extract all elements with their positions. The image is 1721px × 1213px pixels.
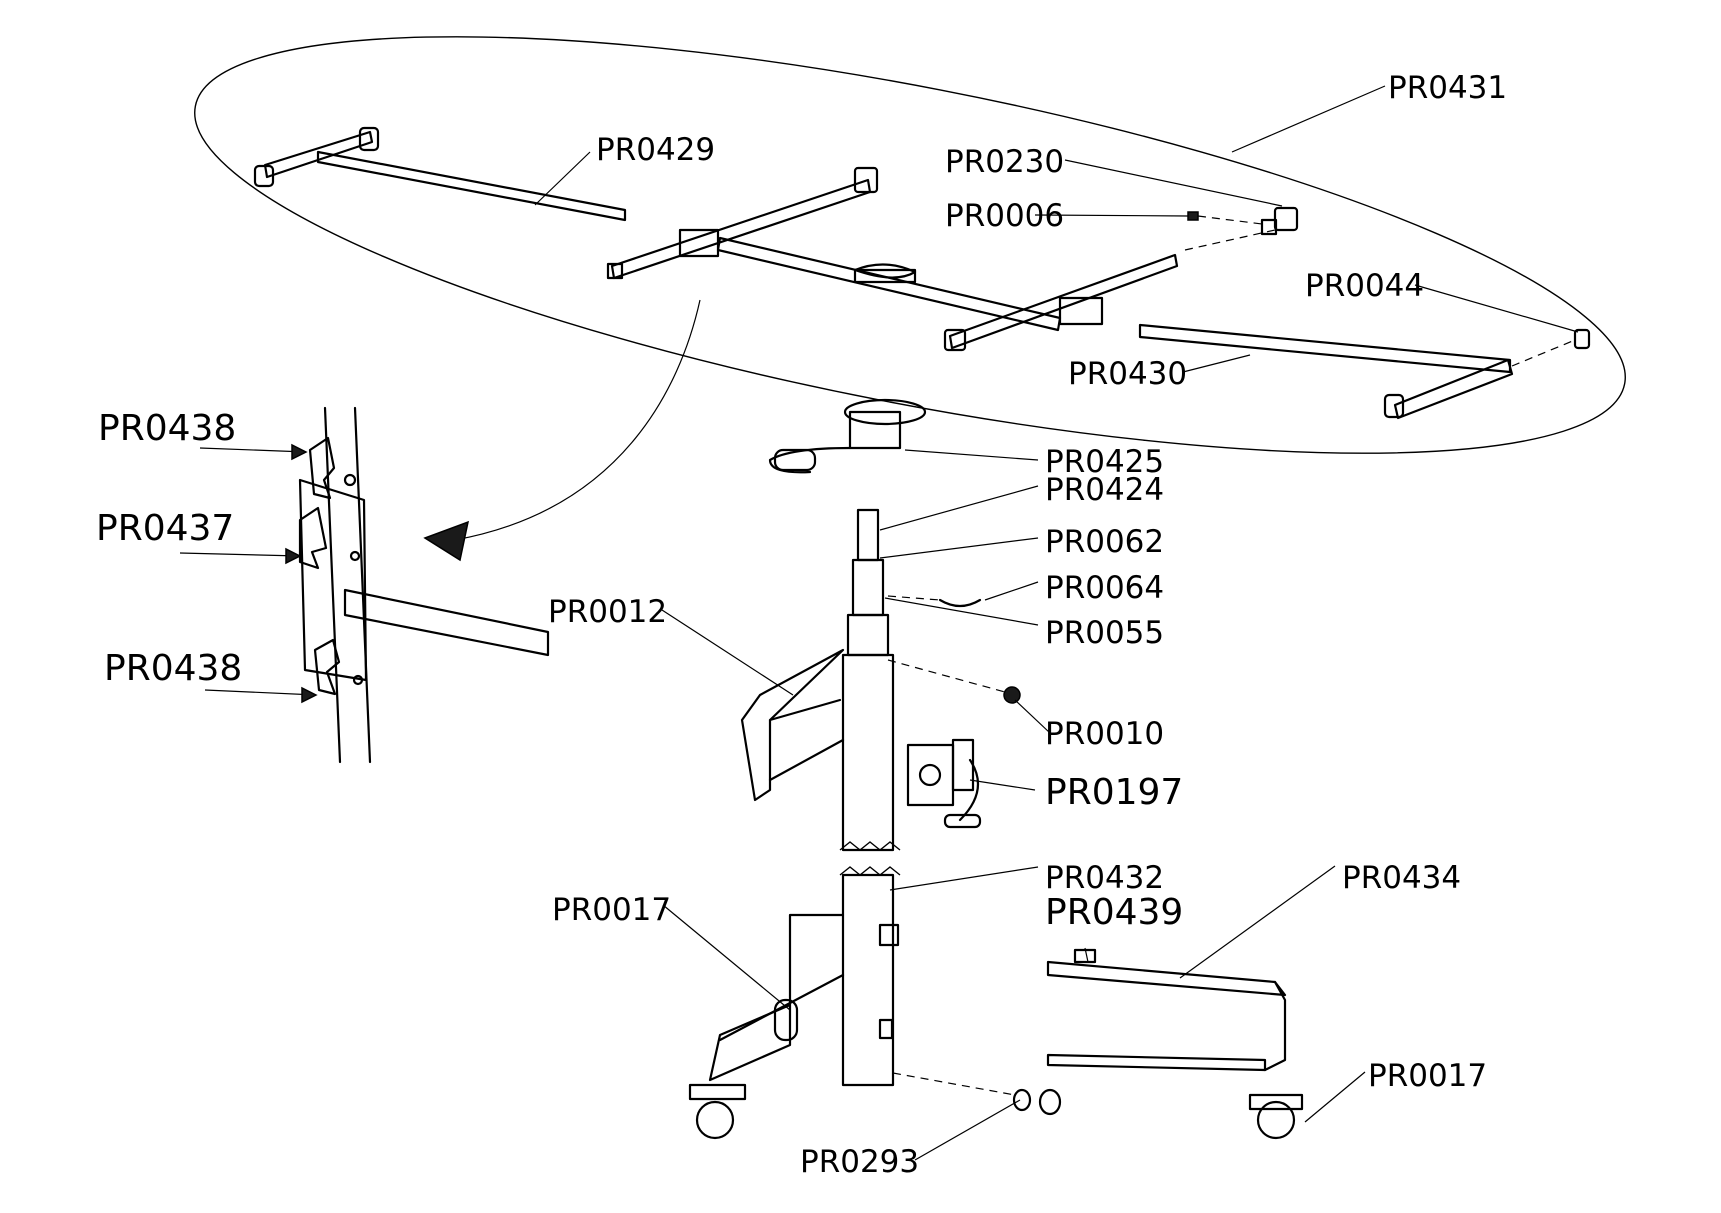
callout-pr0006: PR0006 — [945, 198, 1064, 234]
callout-pr0017-right: PR0017 — [1368, 1058, 1487, 1094]
callout-pr0230: PR0230 — [945, 144, 1064, 180]
callout-pr0197: PR0197 — [1045, 772, 1183, 813]
latch-detail-view — [298, 406, 550, 764]
arm-pr0429 — [253, 126, 627, 222]
callout-pr0293: PR0293 — [800, 1144, 919, 1180]
callout-pr0434: PR0434 — [1342, 860, 1461, 896]
callout-pr0437: PR0437 — [96, 508, 234, 549]
leader-lines — [179, 85, 1579, 1161]
pin-pr0006 — [1187, 211, 1199, 221]
callout-pr0432: PR0432 — [1045, 860, 1164, 896]
leader-arrowheads — [285, 443, 318, 704]
callout-pr0064: PR0064 — [1045, 570, 1164, 606]
callout-pr0424: PR0424 — [1045, 472, 1164, 508]
callout-pr0044: PR0044 — [1305, 268, 1424, 304]
base-left-pr0017 — [688, 913, 845, 1140]
callout-pr0439: PR0439 — [1045, 892, 1183, 933]
handle-pr0012 — [740, 648, 845, 802]
arm-pr0430 — [1138, 323, 1514, 420]
callout-pr0055: PR0055 — [1045, 615, 1164, 651]
callout-pr0017-left: PR0017 — [552, 892, 671, 928]
spacer-pr0010 — [1003, 686, 1021, 704]
center-cross-frame — [606, 166, 1179, 352]
callout-pr0438-top: PR0438 — [98, 408, 236, 449]
callout-pr0010: PR0010 — [1045, 716, 1164, 752]
detail-arrow-curve — [454, 299, 701, 541]
bushing-pr0293 — [1012, 1088, 1062, 1116]
callout-pr0425: PR0425 — [1045, 444, 1164, 480]
callout-labels: PR0431 PR0429 PR0230 PR0006 PR0044 PR043… — [96, 70, 1507, 1180]
endcap-pr0044 — [1573, 328, 1591, 350]
callout-pr0012: PR0012 — [548, 594, 667, 630]
callout-pr0431: PR0431 — [1388, 70, 1507, 106]
callout-pr0430: PR0430 — [1068, 356, 1187, 392]
detail-arrow-head — [423, 520, 470, 562]
mast-column — [688, 398, 1062, 1140]
winch-pr0197 — [906, 738, 982, 829]
base-right-pr0434 — [1046, 948, 1304, 1140]
gear-head-pr0425 — [768, 398, 927, 474]
hook-pr0064 — [938, 598, 982, 608]
callout-pr0438-bottom: PR0438 — [104, 648, 242, 689]
callout-pr0429: PR0429 — [596, 132, 715, 168]
callout-pr0062: PR0062 — [1045, 524, 1164, 560]
bracket-pr0230 — [1260, 206, 1299, 236]
